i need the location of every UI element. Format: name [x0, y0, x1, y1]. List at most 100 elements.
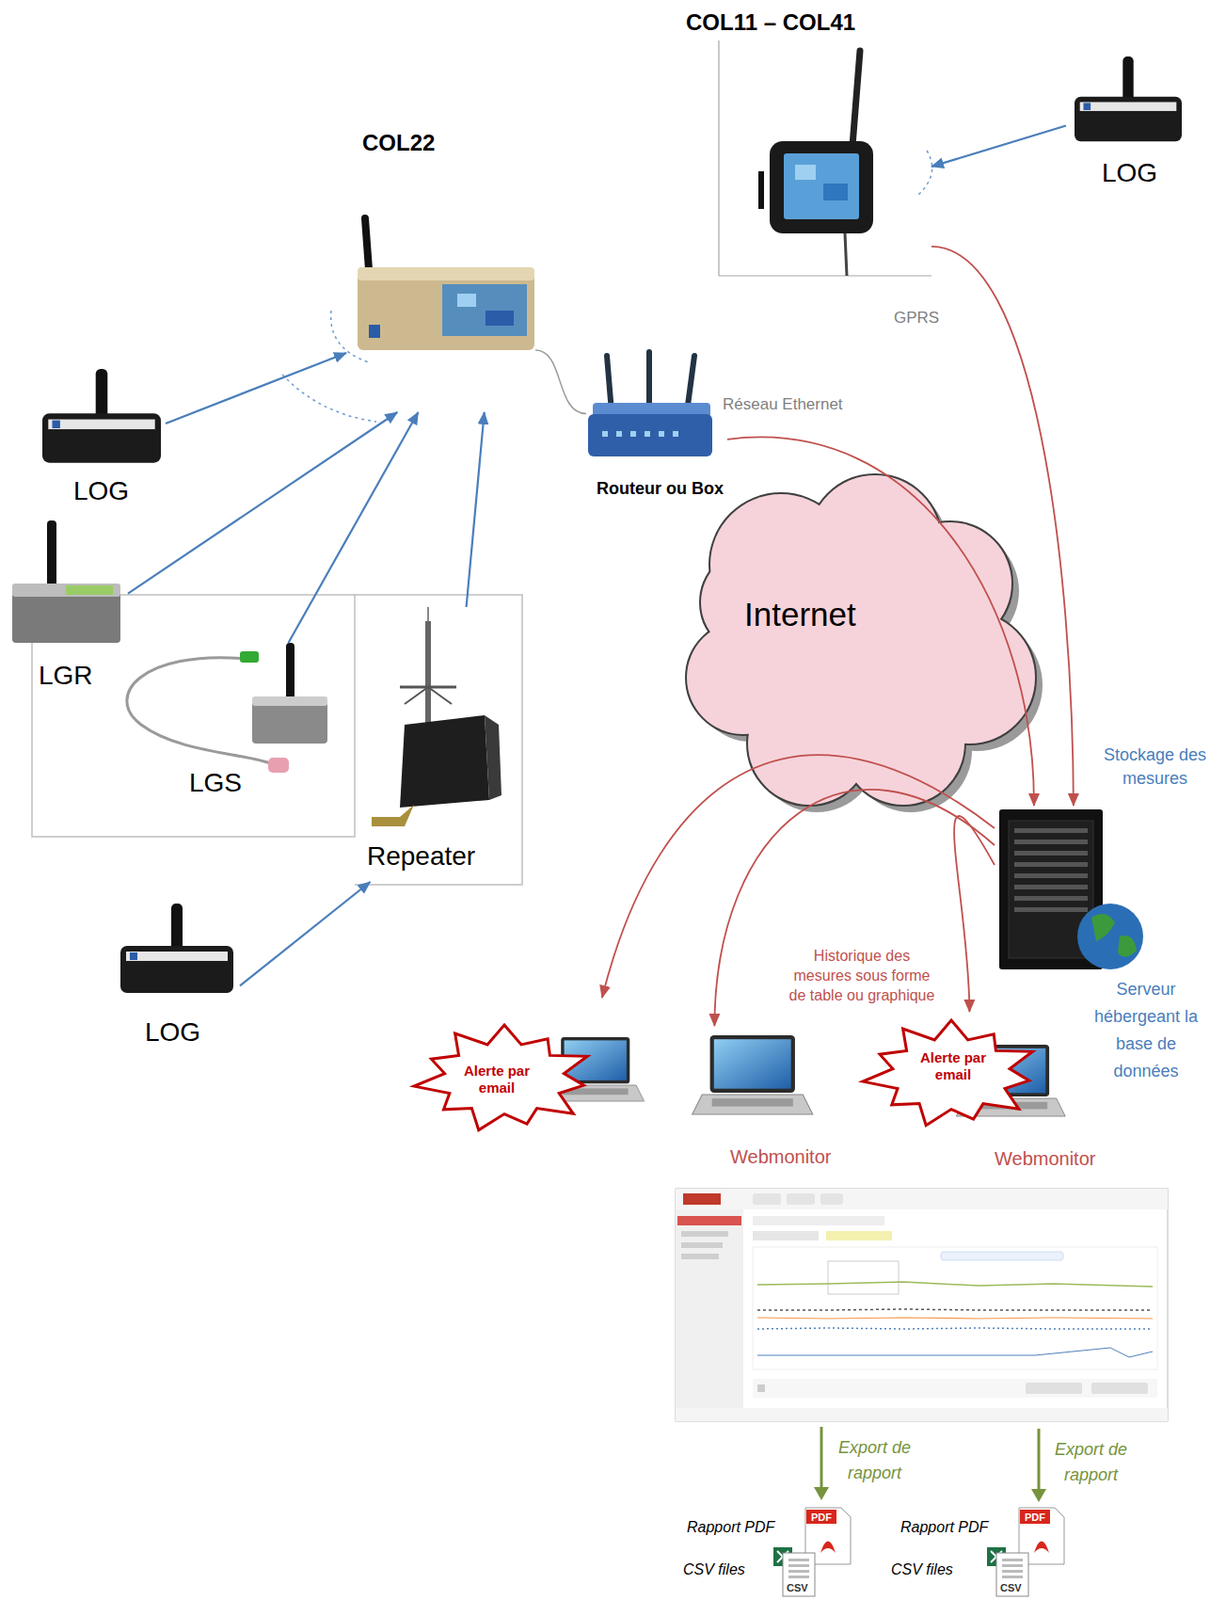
logger-node: LOG	[1066, 50, 1198, 192]
repeater-device	[371, 606, 502, 827]
device-label: Routeur ou Box	[596, 478, 724, 499]
pdf-icon	[820, 1541, 836, 1554]
webmonitor-screenshot	[752, 1230, 819, 1241]
logger-node: LOG	[38, 366, 166, 509]
repeater-node: Repeater	[362, 606, 494, 882]
collector-col22: COL22	[346, 129, 536, 413]
webmonitor-screenshot	[681, 1241, 723, 1248]
server-icon	[1014, 873, 1088, 878]
webmonitor-screenshot	[675, 1188, 1168, 1421]
laptop-node: Webmonitor	[693, 1025, 844, 1177]
collector-col22-device	[357, 272, 535, 351]
storage-label: Stockage des mesures	[1096, 743, 1214, 791]
repeater-device	[428, 686, 452, 704]
repeater-device	[484, 715, 502, 800]
link-label: Réseau Ethernet	[722, 395, 844, 414]
collector-col11-device	[852, 50, 860, 146]
csv-icon	[1002, 1569, 1023, 1573]
icon-label: CSV	[786, 1581, 809, 1593]
alert-text: Alerte par email	[913, 1049, 993, 1083]
collector-col11-device	[823, 183, 848, 201]
alert-starburst	[413, 1019, 1033, 1131]
csv-icon	[1002, 1558, 1023, 1561]
collector-col22-device	[457, 293, 477, 307]
lgr-node: LGR	[10, 520, 128, 695]
webmonitor-screenshot	[827, 1260, 899, 1294]
webmonitor-screenshot	[757, 1384, 765, 1392]
router-device	[646, 351, 653, 409]
router-device	[602, 430, 679, 437]
export-arrow	[1037, 1428, 1041, 1491]
device-label: Repeater	[366, 841, 476, 872]
report-label: Rapport PDF	[686, 1518, 775, 1536]
server-icon	[1117, 935, 1137, 957]
collector-col22-device	[357, 267, 535, 281]
lgs-device	[239, 651, 259, 663]
router-node: Routeur ou Box	[586, 351, 728, 503]
collector-col22-device	[357, 218, 535, 351]
router-device	[644, 430, 651, 437]
server-icon	[1014, 895, 1088, 901]
csv-icon	[1002, 1563, 1023, 1567]
internet-cloud	[686, 475, 1043, 813]
server-label: Serveur hébergeant la base de données	[1084, 975, 1208, 1085]
pdf-icon	[806, 1509, 837, 1524]
device-label: LGR	[38, 660, 94, 691]
csv-icon	[1002, 1558, 1023, 1578]
lgr-device	[65, 585, 113, 595]
collector-col11-device	[844, 233, 847, 276]
lgs-device	[252, 696, 328, 706]
webmonitor-screenshot	[940, 1251, 1064, 1260]
server-icon	[1091, 913, 1115, 941]
connector-arrow	[954, 815, 995, 1012]
lgs-device	[268, 757, 289, 773]
webmonitor-screenshot	[757, 1327, 1153, 1329]
signal-arc	[917, 150, 933, 196]
report-label: CSV files	[683, 1560, 746, 1578]
group-outline	[354, 594, 523, 885]
internet-cloud	[762, 545, 970, 753]
connector-arrow	[931, 246, 1074, 806]
webmonitor-screenshot	[681, 1230, 729, 1237]
webmonitor-screenshot	[757, 1317, 1153, 1319]
device-label: LOG	[1101, 158, 1158, 189]
frame-line	[717, 40, 719, 276]
collector-col11: COL11 – COL41	[677, 9, 932, 276]
csv-icon	[788, 1558, 810, 1578]
export-arrow	[813, 1426, 1047, 1502]
link-label: GPRS	[893, 308, 940, 328]
internet-cloud	[686, 475, 1035, 805]
collector-col11-device	[758, 171, 765, 209]
router-device	[588, 413, 713, 457]
webmonitor-screenshot	[757, 1281, 1153, 1287]
connector-arrow	[466, 412, 485, 607]
icon-label: PDF	[1022, 1511, 1048, 1523]
signal-arc	[282, 374, 377, 422]
alert-text: Alerte par email	[457, 1062, 537, 1097]
alert-starburst	[862, 1019, 1033, 1126]
lgs-device	[127, 642, 328, 773]
collector-col11-device	[769, 141, 874, 234]
csv-icon	[788, 1563, 810, 1567]
lgs-device	[127, 657, 273, 765]
icon-label: CSV	[1000, 1581, 1022, 1593]
server-icon	[1014, 827, 1088, 833]
report-label: Rapport PDF	[900, 1518, 988, 1536]
router-device	[658, 430, 665, 437]
webmonitor-label: Webmonitor	[994, 1147, 1096, 1170]
export-arrow	[820, 1426, 824, 1489]
webmonitor-screenshot	[820, 1193, 844, 1205]
webmonitor-screenshot	[1025, 1382, 1083, 1394]
device-heading: COL11 – COL41	[685, 9, 856, 36]
device-label: LGS	[189, 767, 242, 798]
internet-cloud: Internet	[703, 478, 1020, 806]
device-label: LOG	[144, 1017, 201, 1048]
lgr-device	[12, 520, 121, 643]
router-device	[602, 430, 608, 437]
router-device	[672, 430, 679, 437]
illustration	[692, 1034, 813, 1115]
webmonitor-screenshot	[757, 1347, 1153, 1357]
server-icon	[1014, 884, 1088, 890]
